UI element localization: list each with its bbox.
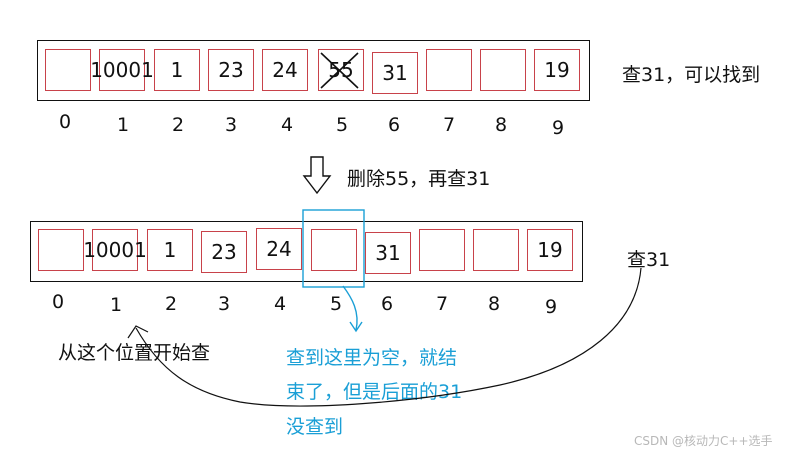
bottom-index-6: 6 — [380, 293, 394, 315]
bottom-index-3: 3 — [217, 293, 231, 315]
top-array-frame — [37, 40, 590, 101]
top-cell-2: 1 — [154, 49, 200, 91]
top-index-2: 2 — [171, 114, 185, 136]
search-stop-highlight — [302, 209, 365, 288]
bottom-array-frame — [30, 221, 583, 282]
empty-slot-note-line-3: 没查到 — [286, 416, 344, 438]
bottom-index-8: 8 — [487, 293, 501, 315]
top-index-1: 1 — [116, 114, 130, 136]
bottom-index-0: 0 — [51, 291, 65, 313]
empty-slot-note-line-1: 查到这里为空，就结 — [286, 347, 458, 369]
top-cell-9: 19 — [534, 49, 580, 91]
top-index-5: 5 — [335, 114, 349, 136]
top-index-6: 6 — [387, 114, 401, 136]
top-cell-4: 24 — [262, 49, 308, 91]
top-index-4: 4 — [280, 114, 294, 136]
bottom-index-5: 5 — [329, 293, 343, 315]
down-arrow-icon — [302, 156, 332, 195]
bottom-cell-2: 1 — [147, 229, 193, 271]
top-cell-3: 23 — [208, 49, 254, 91]
bottom-cell-9: 19 — [527, 229, 573, 271]
bottom-cell-5-empty — [311, 229, 357, 271]
top-index-9: 9 — [551, 117, 565, 139]
bottom-side-label: 查31 — [627, 249, 671, 271]
empty-slot-note-line-2: 束了，但是后面的31 — [286, 381, 463, 403]
top-cell-7 — [426, 49, 472, 91]
top-cell-1: 10001 — [90, 49, 154, 91]
blue-pointer-icon — [342, 285, 363, 333]
top-index-0: 0 — [58, 111, 72, 133]
top-index-7: 7 — [442, 114, 456, 136]
top-cell-6: 31 — [372, 52, 418, 94]
bottom-cell-6: 31 — [365, 232, 411, 274]
bottom-index-7: 7 — [435, 293, 449, 315]
watermark: CSDN @核动力C++选手 — [634, 434, 773, 448]
top-index-8: 8 — [494, 114, 508, 136]
start-position-note: 从这个位置开始查 — [58, 342, 211, 364]
bottom-cell-0 — [38, 229, 84, 271]
bottom-index-9: 9 — [544, 296, 558, 318]
top-cell-0 — [45, 49, 91, 91]
bottom-cell-1: 10001 — [83, 229, 147, 271]
bottom-cell-3: 23 — [201, 231, 247, 273]
bottom-cell-4: 24 — [256, 228, 302, 270]
top-index-3: 3 — [224, 114, 238, 136]
top-side-label: 查31，可以找到 — [622, 64, 761, 86]
delete-step-label: 删除55，再查31 — [347, 168, 491, 190]
bottom-index-4: 4 — [273, 293, 287, 315]
search-path-curve — [127, 267, 642, 407]
bottom-cell-7 — [419, 229, 465, 271]
strike-55-icon — [320, 52, 359, 89]
top-cell-8 — [480, 49, 526, 91]
bottom-cell-8 — [473, 229, 519, 271]
bottom-index-2: 2 — [164, 293, 178, 315]
bottom-index-1: 1 — [109, 294, 123, 316]
